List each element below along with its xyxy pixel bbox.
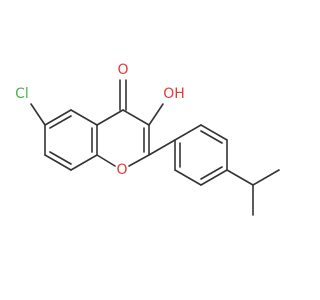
- bond-ch-me1: [252, 169, 280, 186]
- bond-c4a-c5: [70, 109, 98, 126]
- atom-chlorine: Cl: [15, 86, 29, 102]
- bond-c2p-c3p: [200, 124, 228, 141]
- bond-c7-c8-inner: [49, 151, 72, 165]
- bond-c4p-c5p: [200, 169, 228, 186]
- structure-diagram: Cl O OH O: [15, 62, 280, 216]
- bond-c4p-ch: [226, 169, 254, 186]
- bond-c5-c6: [44, 109, 72, 126]
- bond-c4-c3: [122, 109, 150, 126]
- bond-c5p-c6p: [174, 169, 202, 186]
- bond-c6-cl: [30, 103, 46, 126]
- bond-c5-c6-inner: [49, 115, 72, 129]
- molecule-canvas: Cl O OH O: [15, 62, 280, 216]
- atom-ring-oxygen: O: [116, 162, 127, 178]
- atom-hydroxyl: OH: [163, 86, 185, 102]
- atom-labels: Cl O OH O: [15, 62, 185, 178]
- atom-ketone-oxygen: O: [117, 62, 128, 78]
- bond-c2-o1: [128, 154, 150, 167]
- bond-c2p-c3p-inner: [200, 130, 223, 144]
- bond-c7-c8: [44, 154, 72, 171]
- bond-o1-c8a: [96, 154, 116, 167]
- bond-c2-c1prime: [148, 139, 176, 156]
- bond-c4p-c5p-inner: [200, 166, 223, 180]
- bond-c1p-c2p: [174, 124, 202, 141]
- bond-c8-c8a: [70, 154, 98, 171]
- bond-c4a-c4: [96, 109, 124, 126]
- bond-c3-oh: [148, 103, 164, 126]
- bonds-group: [30, 79, 280, 216]
